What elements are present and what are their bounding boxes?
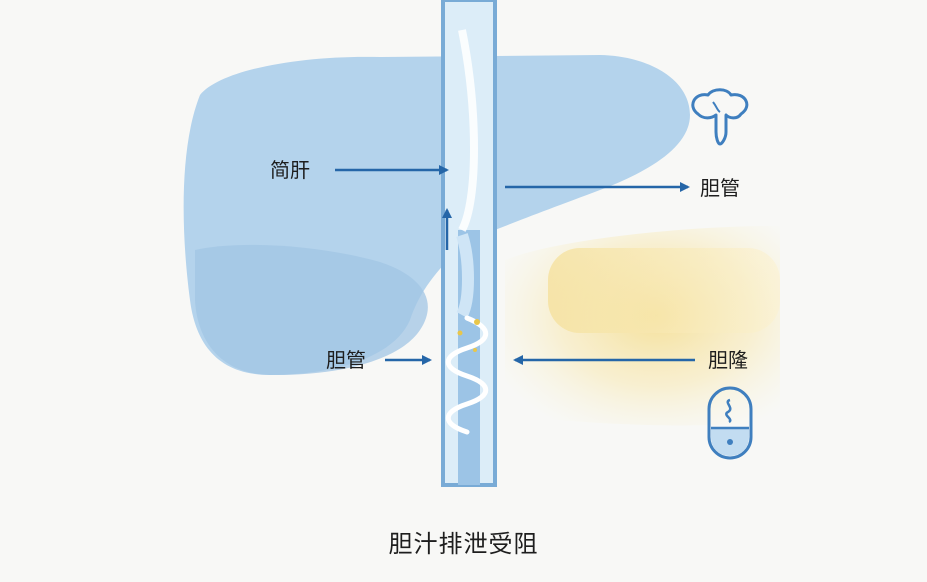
bile-duct	[441, 0, 497, 487]
arrows	[335, 165, 695, 365]
gallbladder-glow	[505, 225, 780, 426]
brain-icon	[691, 88, 749, 146]
bile-coil	[445, 315, 489, 435]
label-liver-top: 简肝	[270, 158, 310, 182]
capsule-icon	[707, 386, 753, 460]
liver-shape	[183, 55, 690, 376]
diagram-caption: 胆汁排泄受阻	[388, 530, 539, 558]
label-gallbladder: 胆隆	[708, 348, 748, 372]
label-bile-duct-right: 胆管	[700, 176, 740, 200]
label-bile-duct-left: 胆管	[326, 348, 366, 372]
